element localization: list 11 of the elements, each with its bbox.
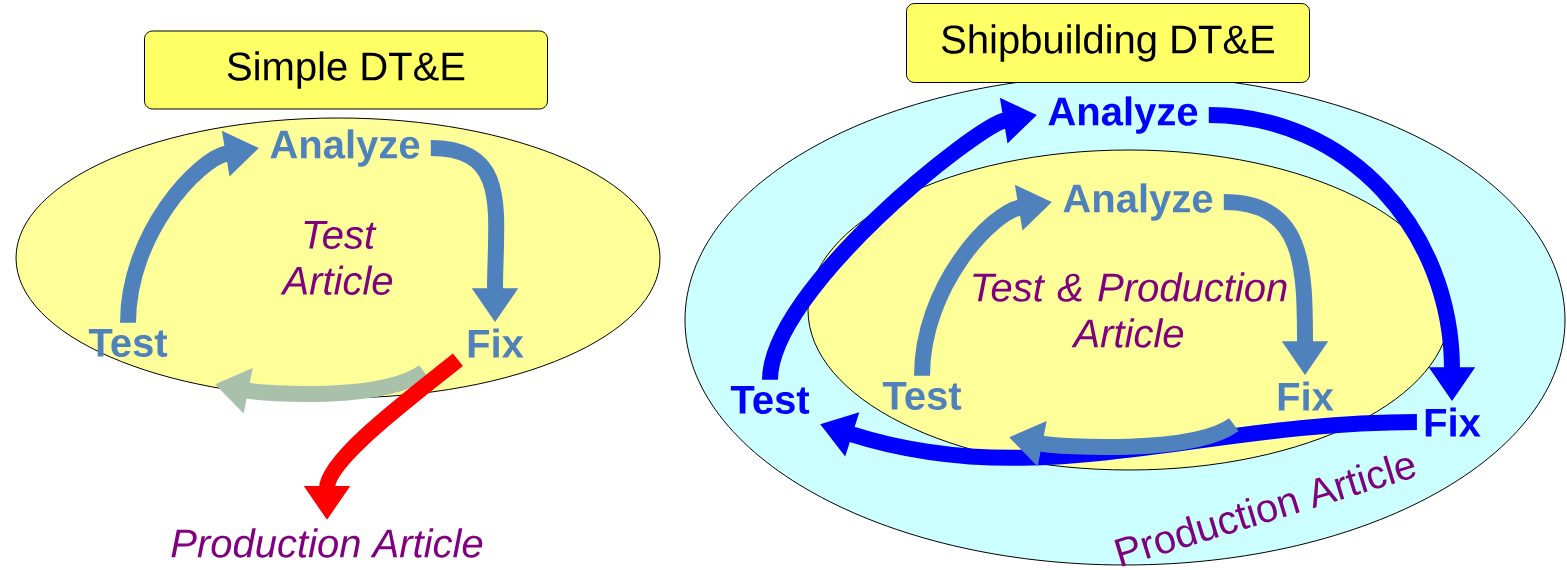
stage-label: Analyze [270, 129, 420, 167]
stage-label: Fix [1278, 381, 1334, 411]
stage-label: Analyze [1063, 183, 1213, 221]
stage-label: Test [730, 386, 810, 414]
heading-box: Shipbuilding DT&E [906, 3, 1310, 83]
stage-label: Analyze [1048, 96, 1198, 134]
stage-label: Test [882, 382, 962, 410]
heading-box: Simple DT&E [144, 30, 548, 110]
stage-label: Fix [468, 328, 524, 358]
article-label: Production Article [171, 528, 483, 558]
stage-label: Test [88, 329, 168, 357]
